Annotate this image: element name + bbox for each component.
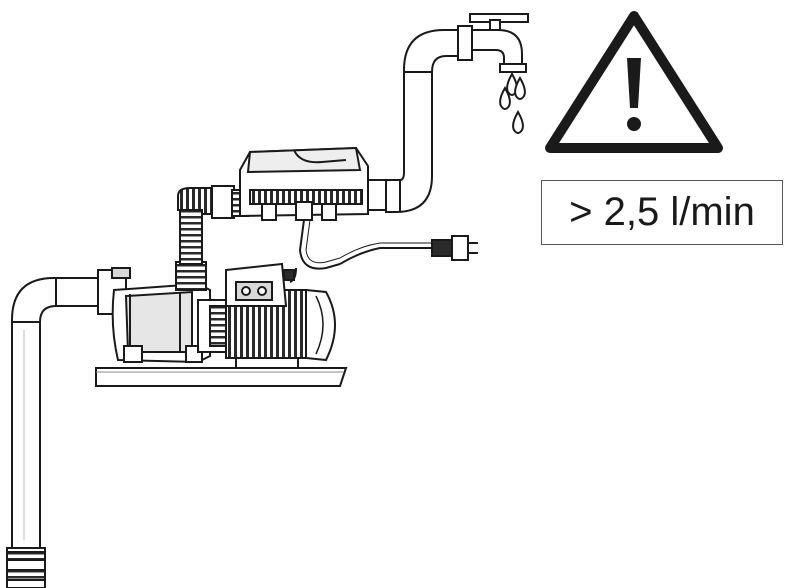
water-drops [499, 72, 526, 134]
pump-body [111, 282, 229, 364]
discharge-pipe [175, 185, 249, 291]
power-plug-icon [431, 235, 478, 261]
motor-terminal-box [225, 262, 295, 307]
warning-triangle-icon [545, 11, 723, 153]
power-cable [289, 219, 432, 283]
faucet-icon [457, 13, 529, 73]
pressure-controller [239, 146, 387, 221]
suction-pipe [11, 277, 101, 588]
pump-baseplate [95, 367, 348, 387]
min-flow-rate-text: > 2,5 l/min [569, 190, 755, 234]
min-flow-rate-label: > 2,5 l/min [541, 180, 783, 245]
delivery-pipe [385, 29, 461, 213]
suction-pipe-fitting [6, 547, 46, 588]
